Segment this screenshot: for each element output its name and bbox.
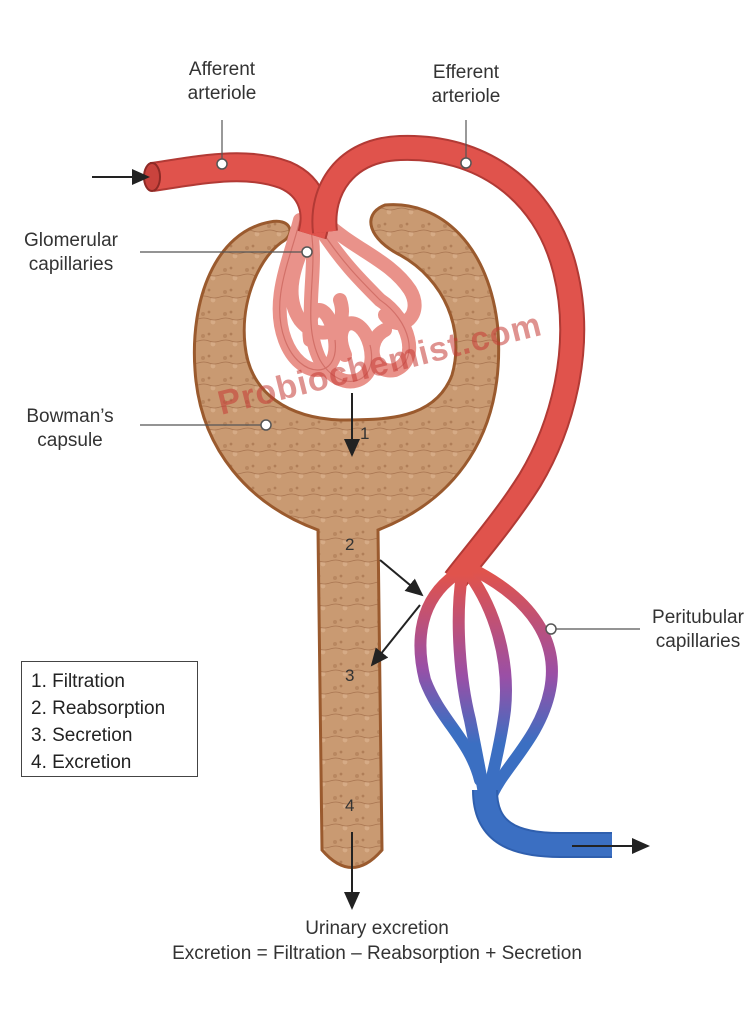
excretion-equation: Excretion = Filtration – Reabsorption + … bbox=[172, 943, 582, 964]
bowman-label-line1: Bowman’s bbox=[26, 406, 114, 427]
glomerular-label-line2: capillaries bbox=[28, 254, 114, 275]
bowmans-capsule-label: Bowman’s capsule bbox=[2, 405, 138, 453]
efferent-arteriole bbox=[311, 134, 586, 588]
process-legend: 1. Filtration 2. Reabsorption 3. Secreti… bbox=[21, 661, 198, 777]
legend-item-secretion: 3. Secretion bbox=[31, 725, 133, 746]
peritubular-capillaries-label: Peritubular capillaries bbox=[642, 606, 754, 654]
legend-item-excretion: 4. Excretion bbox=[31, 752, 132, 773]
step-number-1: 1 bbox=[360, 424, 370, 443]
legend-item-reabsorption: 2. Reabsorption bbox=[31, 698, 166, 719]
bowmans-capsule-shape bbox=[192, 203, 501, 869]
glomerular-pointer bbox=[301, 246, 313, 258]
bowman-pointer bbox=[260, 419, 272, 431]
glomerular-label-line1: Glomerular bbox=[24, 230, 118, 251]
efferent-label-line1: Efferent bbox=[432, 62, 500, 83]
efferent-label-line2: arteriole bbox=[431, 86, 501, 107]
afferent-arteriole-label: Afferent arteriole bbox=[162, 58, 282, 106]
afferent-label-line1: Afferent bbox=[188, 59, 256, 80]
afferent-label-line2: arteriole bbox=[187, 83, 257, 104]
efferent-pointer bbox=[460, 157, 472, 169]
secretion-arrow bbox=[370, 604, 421, 667]
peritubular-label-line2: capillaries bbox=[655, 631, 741, 652]
peritubular-pointer bbox=[545, 623, 557, 635]
reabsorption-arrow bbox=[379, 559, 424, 597]
glomerular-capillaries-label: Glomerular capillaries bbox=[0, 229, 142, 277]
peritubular-label-line1: Peritubular bbox=[652, 607, 744, 628]
step-number-2: 2 bbox=[345, 535, 355, 554]
urinary-excretion-caption: Urinary excretion bbox=[305, 918, 449, 939]
peritubular-capillaries bbox=[414, 566, 558, 806]
afferent-arteriole bbox=[143, 152, 330, 240]
leader-lines bbox=[140, 120, 640, 630]
bowman-label-line2: capsule bbox=[37, 430, 103, 451]
legend-item-filtration: 1. Filtration bbox=[31, 671, 125, 692]
afferent-pointer bbox=[216, 158, 228, 170]
step-number-3: 3 bbox=[345, 666, 355, 685]
step-number-4: 4 bbox=[345, 796, 355, 815]
efferent-arteriole-label: Efferent arteriole bbox=[406, 61, 526, 109]
